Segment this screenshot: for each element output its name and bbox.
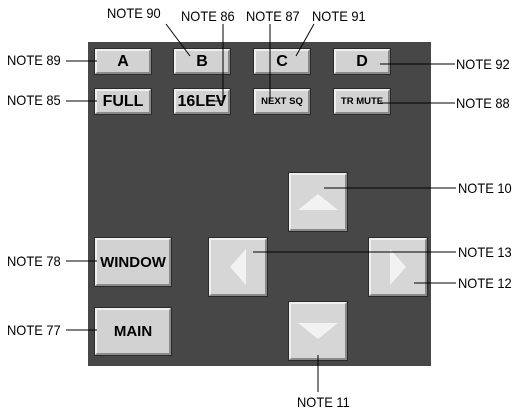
note-label-12: NOTE 12 [458,275,512,291]
note-label-11: NOTE 11 [297,394,350,410]
note-label-86: NOTE 86 [181,8,235,24]
next-sq-button[interactable]: NEXT SQ [253,88,311,115]
up-button[interactable] [288,172,348,232]
main-button[interactable]: MAIN [94,307,172,356]
arrow-down-icon [298,323,338,339]
note-label-78: NOTE 78 [7,253,61,269]
note-label-85: NOTE 85 [7,92,61,108]
right-button[interactable] [368,237,428,297]
note-label-87: NOTE 87 [246,8,300,24]
left-button[interactable] [208,237,268,297]
note-label-91: NOTE 91 [312,8,366,24]
note-label-88: NOTE 88 [456,95,510,111]
full-button[interactable]: FULL [94,88,152,115]
window-button[interactable]: WINDOW [94,237,172,287]
button-a[interactable]: A [94,48,152,75]
arrow-right-icon [390,249,406,285]
16lev-button[interactable]: 16LEV [173,88,231,115]
button-b[interactable]: B [173,48,231,75]
note-label-13: NOTE 13 [458,244,512,260]
note-label-77: NOTE 77 [7,322,61,338]
note-label-10: NOTE 10 [458,180,512,196]
down-button[interactable] [288,301,348,361]
button-d[interactable]: D [333,48,391,75]
tr-mute-button[interactable]: TR MUTE [333,88,391,115]
button-c[interactable]: C [253,48,311,75]
arrow-up-icon [298,194,338,210]
note-label-90: NOTE 90 [107,5,161,21]
arrow-left-icon [230,249,246,285]
note-label-89: NOTE 89 [7,52,61,68]
note-label-92: NOTE 92 [456,56,510,72]
